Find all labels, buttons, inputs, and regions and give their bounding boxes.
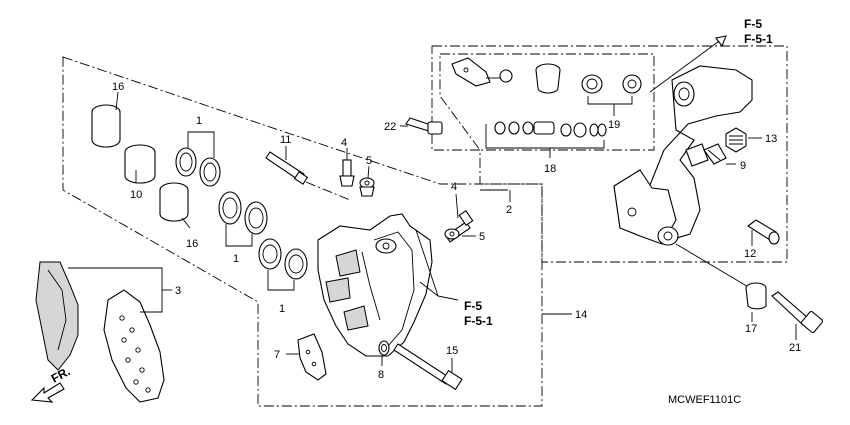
callout-17: 17 bbox=[745, 323, 757, 335]
ref-mid-line2: F-5-1 bbox=[464, 314, 493, 328]
pad-pin-11 bbox=[265, 151, 309, 185]
callout-19: 19 bbox=[608, 119, 620, 131]
leader-16b bbox=[181, 217, 191, 229]
leader-1a bbox=[187, 131, 215, 158]
diagram-code: MCWEF1101C bbox=[668, 394, 741, 406]
pin-12 bbox=[747, 219, 780, 245]
callout-9: 9 bbox=[740, 160, 746, 172]
caliper-bracket bbox=[613, 65, 753, 246]
leader-ref-top bbox=[649, 35, 727, 93]
bolt-15 bbox=[393, 343, 463, 391]
piston-seal-set-lower bbox=[258, 238, 308, 280]
leader-4b bbox=[455, 193, 459, 219]
boot-13 bbox=[725, 127, 747, 153]
ref-top-line1: F-5 bbox=[744, 17, 762, 31]
callout-18: 18 bbox=[544, 163, 556, 175]
callout-22: 22 bbox=[384, 121, 396, 133]
seal-8 bbox=[378, 340, 390, 356]
mount-line bbox=[675, 243, 751, 289]
piston-16-upper bbox=[91, 104, 121, 148]
leader-ref-mid bbox=[415, 229, 459, 301]
caliper-body bbox=[317, 213, 433, 357]
callout-7: 7 bbox=[274, 349, 280, 361]
bracket-assembly-outline bbox=[431, 45, 788, 263]
piston-16-lower bbox=[159, 182, 189, 222]
collar-17 bbox=[745, 282, 767, 310]
callout-5-lower: 5 bbox=[479, 231, 485, 243]
piston-seal-set-upper bbox=[175, 147, 221, 187]
callout-4-lower: 4 bbox=[451, 181, 457, 193]
ref-mid-line1: F-5 bbox=[464, 299, 482, 313]
leader-1c bbox=[267, 270, 295, 291]
leader-11-dash bbox=[305, 181, 351, 201]
bleed-cap-5-upper bbox=[359, 177, 375, 197]
callout-1-upper: 1 bbox=[196, 115, 202, 127]
boot-large bbox=[535, 63, 561, 94]
callout-10: 10 bbox=[130, 189, 142, 201]
callout-3: 3 bbox=[175, 285, 181, 297]
callout-1-lower: 1 bbox=[279, 303, 285, 315]
leader-1b bbox=[225, 224, 253, 247]
bolt-22 bbox=[405, 117, 443, 135]
piston-seal-set-middle bbox=[218, 191, 268, 235]
bleed-valve-4-upper bbox=[339, 159, 355, 187]
callout-14: 14 bbox=[575, 309, 587, 321]
pad-retainer-9 bbox=[703, 143, 727, 165]
callout-16-lower: 16 bbox=[186, 238, 198, 250]
pad-spring-7 bbox=[297, 333, 327, 381]
bleed-cap-5-lower bbox=[444, 228, 460, 240]
callout-2: 2 bbox=[506, 204, 512, 216]
callout-1-middle: 1 bbox=[233, 253, 239, 265]
callout-4-upper: 4 bbox=[341, 137, 347, 149]
leader-19 bbox=[587, 96, 633, 105]
ref-top-arrow-icon bbox=[715, 35, 727, 48]
callout-16-upper: 16 bbox=[112, 81, 124, 93]
seal-kit-outline bbox=[439, 53, 655, 151]
boot-small bbox=[622, 74, 642, 94]
seal-kit-18-items bbox=[494, 121, 607, 138]
ref-top-line2: F-5-1 bbox=[744, 32, 773, 46]
brake-pad-front bbox=[103, 289, 165, 403]
brake-pad-rear bbox=[35, 261, 79, 371]
leader-18 bbox=[485, 124, 605, 149]
front-direction-arrow-icon bbox=[30, 382, 65, 403]
bolt-21 bbox=[771, 291, 824, 334]
callout-15: 15 bbox=[446, 345, 458, 357]
callout-5-upper: 5 bbox=[366, 155, 372, 167]
leader-5a bbox=[367, 165, 370, 179]
callout-8: 8 bbox=[378, 369, 384, 381]
callout-21: 21 bbox=[789, 342, 801, 354]
leader-ref-mid-b bbox=[419, 281, 439, 297]
callout-12: 12 bbox=[744, 248, 756, 260]
callout-13: 13 bbox=[765, 133, 777, 145]
callout-11: 11 bbox=[280, 134, 291, 146]
piston-10 bbox=[124, 144, 156, 184]
leader-16a bbox=[115, 91, 119, 111]
pin-boot-kit-items bbox=[451, 57, 513, 87]
boot-ring bbox=[581, 74, 603, 94]
